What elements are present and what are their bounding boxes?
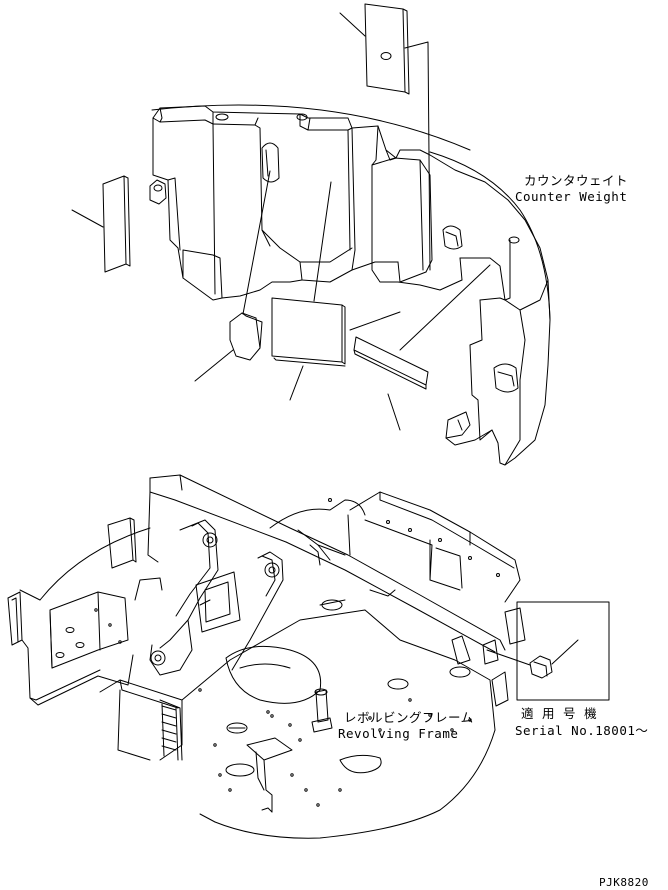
rect-plate-part bbox=[354, 265, 490, 430]
counter-weight-drawing bbox=[72, 4, 550, 465]
serial-label-ja: 適 用 号 機 bbox=[521, 706, 598, 721]
drawing-code: PJK8820 bbox=[599, 876, 649, 889]
revolving-frame-label-en: Revolving Frame bbox=[338, 726, 459, 741]
square-plate-part bbox=[272, 182, 345, 400]
serial-label-en: Serial No.18001～ bbox=[515, 723, 649, 738]
counter-weight-label-en: Counter Weight bbox=[515, 189, 628, 204]
pad-part bbox=[195, 171, 270, 381]
phantom-curve bbox=[152, 105, 470, 150]
leader-top-plate bbox=[405, 42, 430, 270]
counter-weight-label-ja: カウンタウェイト bbox=[524, 173, 629, 188]
left-plate-part bbox=[72, 176, 130, 272]
top-plate-part bbox=[340, 4, 409, 94]
counter-weight-body bbox=[150, 106, 550, 465]
revolving-frame-label-ja: レボルビングフレーム bbox=[344, 710, 474, 725]
revolving-frame-drawing bbox=[8, 475, 609, 838]
connector-part bbox=[487, 602, 609, 700]
